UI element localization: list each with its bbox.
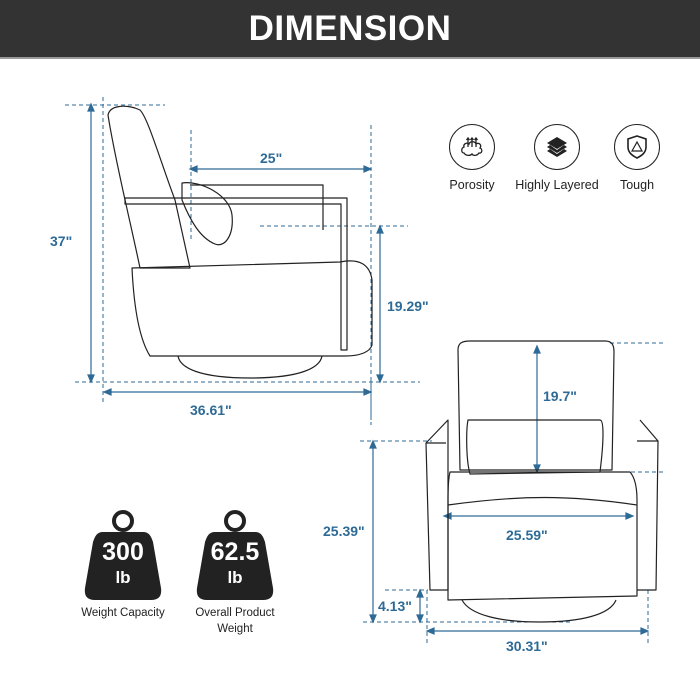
shield-icon bbox=[614, 124, 660, 170]
back-height-label: 19.7" bbox=[543, 388, 577, 404]
seat-width-label: 25.59" bbox=[506, 527, 548, 543]
feature-label: Highly Layered bbox=[515, 178, 599, 192]
weight-icon: 300 lb bbox=[83, 508, 163, 602]
feature-layered: Highly Layered bbox=[512, 124, 602, 192]
header-banner: DIMENSION bbox=[0, 0, 700, 59]
seat-depth-label: 25" bbox=[260, 150, 283, 166]
porosity-cloud-icon bbox=[449, 124, 495, 170]
overall-depth-label: 36.61" bbox=[190, 402, 232, 418]
feature-porosity: Porosity bbox=[427, 124, 517, 192]
weight-capacity: 300 lb Weight Capacity bbox=[68, 508, 178, 622]
side-arm-height-label: 19.29" bbox=[387, 298, 429, 314]
weight-icon: 62.5 lb bbox=[195, 508, 275, 602]
overall-width-label: 30.31" bbox=[506, 638, 548, 654]
page-title: DIMENSION bbox=[248, 8, 452, 48]
front-arm-height-label: 25.39" bbox=[323, 523, 365, 539]
weight-unit: lb bbox=[115, 568, 131, 587]
base-clearance-label: 4.13" bbox=[378, 598, 412, 614]
weight-label: Weight Capacity bbox=[81, 607, 165, 619]
weight-value: 62.5 bbox=[210, 538, 260, 566]
weight-label: Overall Product Weight bbox=[195, 607, 275, 635]
layers-icon bbox=[534, 124, 580, 170]
weight-value: 300 bbox=[102, 538, 144, 566]
product-weight: 62.5 lb Overall Product Weight bbox=[180, 508, 290, 637]
feature-label: Tough bbox=[619, 178, 655, 192]
overall-height-label: 37" bbox=[50, 233, 73, 249]
weight-unit: lb bbox=[227, 568, 243, 587]
feature-tough: Tough bbox=[592, 124, 682, 192]
feature-label: Porosity bbox=[449, 178, 495, 192]
